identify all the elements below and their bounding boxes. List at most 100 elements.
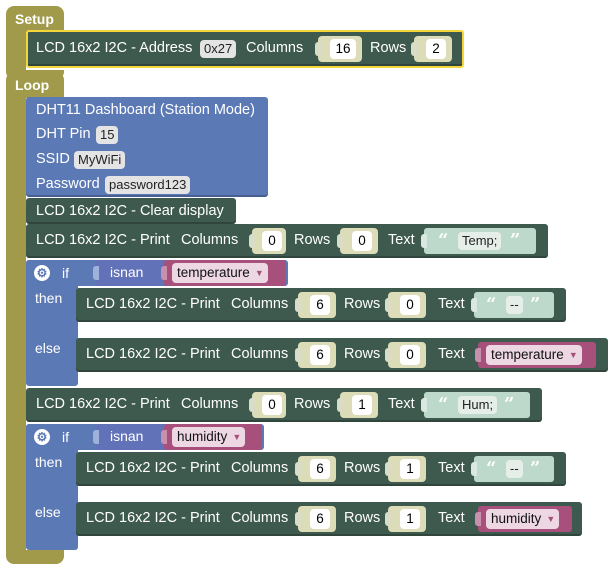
text-literal-block[interactable]: “ -- ”	[471, 292, 554, 318]
input-notch	[471, 462, 477, 476]
lcd-init-block[interactable]: LCD 16x2 I2C - Address 0x27 Columns 16 R…	[26, 30, 464, 68]
input-notch	[161, 266, 167, 280]
rows-number-block[interactable]: 1	[385, 506, 426, 532]
columns-value[interactable]: 6	[310, 459, 330, 479]
variable-block[interactable]: humidity▼	[161, 424, 262, 450]
variable-block[interactable]: temperature▼	[475, 342, 596, 368]
password-field[interactable]: password123	[105, 176, 191, 194]
rows-value[interactable]: 0	[400, 345, 420, 365]
dht-pin-field[interactable]: 15	[96, 126, 119, 144]
loop-hat-block[interactable]: Loop	[6, 72, 64, 98]
columns-value[interactable]: 0	[262, 395, 282, 415]
input-notch	[295, 512, 301, 526]
text-literal-block[interactable]: “ Temp; ”	[421, 228, 536, 254]
rows-value[interactable]: 2	[426, 39, 446, 59]
setup-spine	[6, 30, 26, 72]
lcd-print-block[interactable]: LCD 16x2 I2C - Print Columns 6 Rows 1 Te…	[76, 452, 566, 486]
lcd-print-block[interactable]: LCD 16x2 I2C - Print Columns 0 Rows 0 Te…	[26, 224, 548, 258]
input-notch	[93, 430, 99, 444]
lcd-clear-label: LCD 16x2 I2C - Clear display	[36, 203, 224, 219]
close-quote-icon: ”	[530, 458, 541, 479]
else-label: else	[35, 340, 61, 356]
columns-value[interactable]: 6	[310, 509, 330, 529]
setup-hat-block[interactable]: Setup	[6, 6, 64, 32]
variable-dropdown[interactable]: temperature▼	[172, 263, 268, 283]
variable-name: humidity	[491, 511, 542, 526]
variable-dropdown[interactable]: humidity▼	[172, 427, 246, 447]
columns-value[interactable]: 0	[262, 231, 282, 251]
rows-number-block[interactable]: 0	[385, 342, 426, 368]
open-quote-icon: “	[486, 294, 497, 315]
rows-number-block[interactable]: 1	[337, 392, 378, 418]
input-notch	[385, 512, 391, 526]
input-notch	[411, 42, 417, 56]
columns-label: Columns	[181, 232, 239, 248]
lcd-print-block[interactable]: LCD 16x2 I2C - Print Columns 6 Rows 0 Te…	[76, 338, 608, 372]
input-notch	[421, 234, 427, 248]
dropdown-arrow-icon: ▼	[546, 514, 556, 524]
address-field[interactable]: 0x27	[200, 40, 237, 58]
ssid-field[interactable]: MyWiFi	[74, 151, 126, 169]
then-label: then	[35, 290, 63, 306]
columns-number-block[interactable]: 6	[295, 342, 336, 368]
close-quote-icon: ”	[510, 230, 521, 251]
rows-number-block[interactable]: 2	[411, 36, 452, 62]
rows-number-block[interactable]: 0	[337, 228, 378, 254]
text-value[interactable]: --	[506, 296, 523, 314]
close-quote-icon: ”	[530, 294, 541, 315]
lcd-print-block[interactable]: LCD 16x2 I2C - Print Columns 0 Rows 1 Te…	[26, 388, 542, 422]
text-value[interactable]: Hum;	[458, 396, 498, 414]
rows-value[interactable]: 0	[352, 231, 372, 251]
columns-number-block[interactable]: 16	[315, 36, 362, 62]
variable-block[interactable]: humidity ▼	[475, 506, 572, 532]
rows-value[interactable]: 1	[400, 509, 420, 529]
dashboard-title: DHT11 Dashboard (Station Mode)	[36, 102, 255, 118]
rows-label: Rows	[344, 460, 381, 476]
variable-dropdown[interactable]: temperature▼	[486, 345, 582, 365]
rows-value[interactable]: 0	[400, 295, 420, 315]
input-notch	[471, 298, 477, 312]
gear-icon[interactable]: ⚙	[34, 265, 50, 281]
dropdown-arrow-icon: ▼	[254, 268, 264, 278]
input-notch	[295, 348, 301, 362]
text-value[interactable]: --	[506, 460, 523, 478]
lcd-print-block[interactable]: LCD 16x2 I2C - Print Columns 6 Rows 1 Te…	[76, 502, 582, 536]
dht-pin-label: DHT Pin	[36, 126, 91, 142]
columns-value[interactable]: 6	[310, 345, 330, 365]
text-label: Text	[388, 232, 415, 248]
columns-number-block[interactable]: 6	[295, 456, 336, 482]
columns-number-block[interactable]: 0	[249, 228, 286, 254]
lcd-print-block[interactable]: LCD 16x2 I2C - Print Columns 6 Rows 0 Te…	[76, 288, 566, 322]
input-notch	[295, 298, 301, 312]
if-condition-row: ⚙ if isnan temperature▼	[26, 260, 288, 286]
columns-value[interactable]: 16	[330, 39, 356, 59]
variable-dropdown[interactable]: humidity ▼	[486, 509, 560, 529]
variable-block[interactable]: temperature▼	[161, 260, 286, 286]
text-value[interactable]: Temp;	[458, 232, 502, 250]
rows-number-block[interactable]: 1	[385, 456, 426, 482]
columns-number-block[interactable]: 6	[295, 292, 336, 318]
columns-number-block[interactable]: 0	[249, 392, 286, 418]
lcd-clear-block[interactable]: LCD 16x2 I2C - Clear display	[26, 198, 236, 224]
gear-icon[interactable]: ⚙	[34, 429, 50, 445]
rows-label: Rows	[294, 396, 331, 412]
rows-number-block[interactable]: 0	[385, 292, 426, 318]
rows-value[interactable]: 1	[400, 459, 420, 479]
dropdown-arrow-icon: ▼	[568, 350, 578, 360]
text-label: Text	[438, 346, 465, 362]
text-literal-block[interactable]: “ Hum; ”	[421, 392, 530, 418]
isnan-block[interactable]: isnan	[93, 260, 172, 286]
text-literal-block[interactable]: “ -- ”	[471, 456, 554, 482]
loop-footer	[6, 550, 64, 564]
dht11-dashboard-block[interactable]: DHT11 Dashboard (Station Mode) DHT Pin 1…	[26, 97, 268, 197]
columns-value[interactable]: 6	[310, 295, 330, 315]
isnan-block[interactable]: isnan	[93, 424, 172, 450]
input-notch	[475, 348, 481, 362]
print-label: LCD 16x2 I2C - Print	[86, 460, 220, 476]
else-label: else	[35, 504, 61, 520]
rows-value[interactable]: 1	[352, 395, 372, 415]
text-label: Text	[388, 396, 415, 412]
columns-label: Columns	[246, 40, 304, 56]
rows-label: Rows	[344, 510, 381, 526]
columns-number-block[interactable]: 6	[295, 506, 336, 532]
